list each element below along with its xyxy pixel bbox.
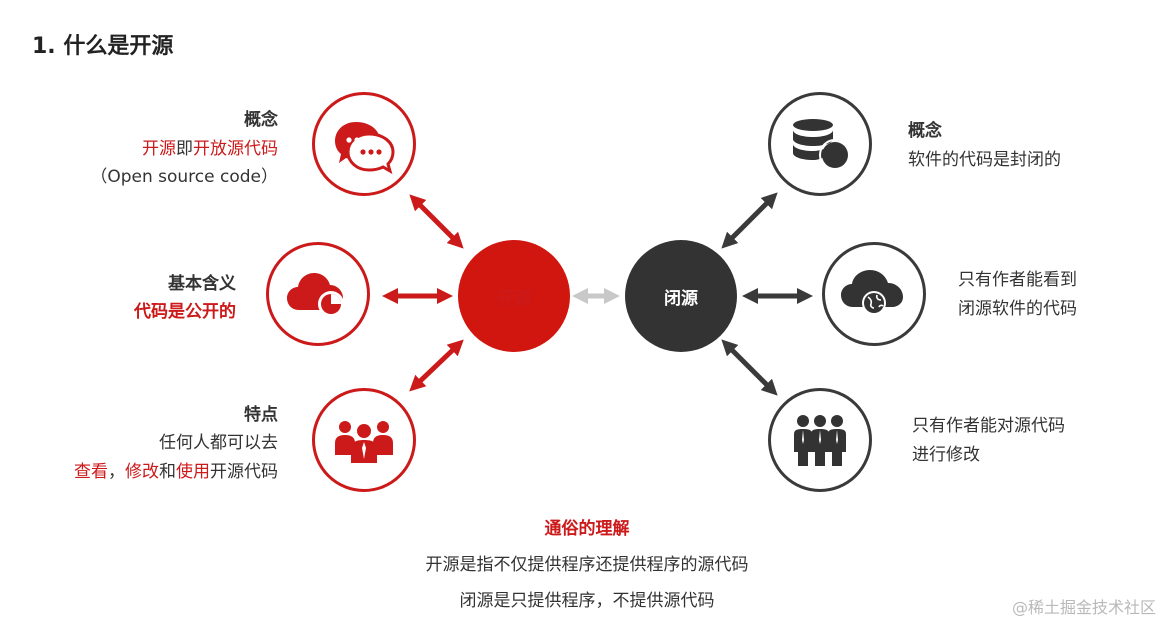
concept-open-heading: 概念 [244, 110, 278, 130]
watermark: @稀土掘金技术社区 [1011, 598, 1156, 617]
view-closed-line1: 只有作者能看到 [958, 270, 1077, 290]
closed-source-hub-label: 闭源 [664, 288, 698, 309]
concept-closed-ring [768, 92, 872, 196]
arrow-closed-concept [721, 192, 778, 249]
modify-closed-line1: 只有作者能对源代码 [912, 416, 1065, 436]
feature-word-and: 和 [159, 462, 176, 482]
view-closed-line2: 闭源软件的代码 [958, 299, 1077, 319]
concept-open-ring [312, 92, 416, 196]
summary-heading: 通俗的理解 [544, 519, 630, 539]
summary-line2: 闭源是只提供程序，不提供源代码 [459, 591, 715, 611]
feature-open-heading: 特点 [244, 405, 278, 425]
concept-open-word-open: 开源 [142, 139, 176, 159]
modify-closed-ring [768, 388, 872, 492]
summary-line1: 开源是指不仅提供程序还提供程序的源代码 [425, 555, 749, 575]
chat-bubbles-icon [335, 122, 395, 175]
meaning-open-heading: 基本含义 [168, 274, 236, 294]
open-source-hub-label: 开源 [497, 288, 531, 309]
concept-closed-heading: 概念 [908, 121, 942, 141]
arrow-open-feature [409, 339, 464, 392]
cloud-chart-icon [287, 273, 344, 317]
feature-word-comma: ， [108, 462, 125, 482]
business-team-icon [794, 415, 846, 466]
feature-word-modify: 修改 [125, 462, 159, 482]
view-closed-ring [822, 242, 926, 346]
arrow-open-concept [409, 194, 464, 249]
feature-word-view: 查看 [74, 462, 108, 482]
concept-open-line1: 开源即开放源代码 [142, 135, 278, 163]
concept-closed-line1: 软件的代码是封闭的 [908, 150, 1061, 170]
database-icon [793, 119, 851, 171]
feature-word-use: 使用 [176, 462, 210, 482]
meaning-open-line1: 代码是公开的 [134, 302, 236, 322]
feature-open-ring [312, 388, 416, 492]
team-icon [335, 421, 393, 463]
concept-open-word-source: 开放源代码 [193, 139, 278, 159]
closed-source-hub: 闭源 [625, 240, 737, 352]
feature-word-code: 开源代码 [210, 462, 278, 482]
cloud-globe-icon [841, 270, 903, 315]
open-source-hub: 开源 [458, 240, 570, 352]
modify-closed-line2: 进行修改 [912, 445, 980, 465]
meaning-open-ring [266, 242, 370, 346]
feature-open-line1: 任何人都可以去 [159, 433, 278, 453]
page-title: 1. 什么是开源 [32, 34, 174, 59]
concept-open-line2: （Open source code） [90, 167, 278, 187]
concept-open-word-ji: 即 [176, 139, 193, 159]
arrow-closed-modify [721, 339, 778, 396]
feature-open-line2: 查看，修改和使用开源代码 [74, 458, 278, 486]
